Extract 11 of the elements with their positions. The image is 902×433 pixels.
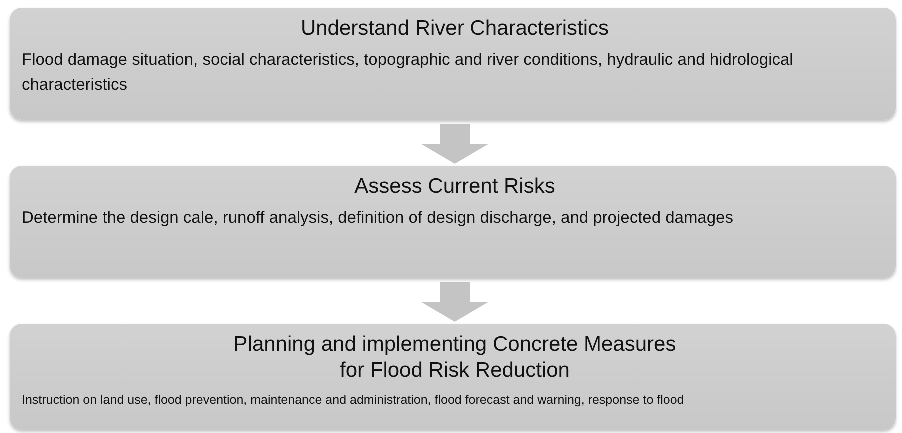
step-box [10, 8, 896, 120]
step-description: Flood damage situation, social characteristics, topographic and river conditions, hydraulic and hidrological characteristics [22, 50, 794, 96]
step-title: Planning and implementing Concrete Measures for Flood Risk Reduction [232, 332, 678, 384]
step-box [10, 166, 896, 278]
block-arrow [421, 124, 489, 164]
block-arrow [421, 282, 489, 322]
step-box [10, 324, 896, 430]
step-description: Determine the design cale, runoff analysis, definition of design discharge, and projected damages [22, 208, 734, 230]
step-title: Understand River Characteristics [300, 16, 610, 42]
step-title: Assess Current Risks [354, 174, 556, 200]
step-description: Instruction on land use, flood prevention, maintenance and administration, flood forecast and warning, response to flood [22, 392, 686, 409]
